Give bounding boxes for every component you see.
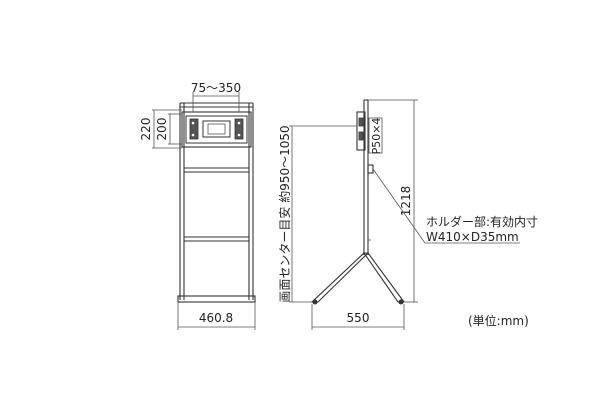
holder-label-line2: W410×D35mm: [426, 230, 519, 244]
unit-label: (単位:mm): [468, 313, 529, 328]
center-height-dimension: 画面センター目安 約950～1050: [277, 125, 357, 303]
vesa-height-dimension: 220 200: [139, 109, 182, 149]
side-view: P50×4 画面センター目安 約950～1050 1218 550 ホ: [277, 99, 538, 330]
overall-height-dimension: 1218: [368, 99, 418, 303]
vesa-width-dimension: 75～350: [191, 81, 241, 112]
depth-dimension: 550: [311, 304, 405, 330]
front-stand-frame: [177, 102, 256, 303]
holder-callout: ホルダー部:有効内寸 W410×D35mm: [372, 168, 538, 244]
vesa-width-label: 75～350: [191, 81, 241, 95]
depth-label: 550: [347, 311, 370, 325]
front-view: 75～350 220 200 460.8: [139, 81, 256, 330]
pitch-label: P50×4: [370, 118, 383, 155]
center-height-label: 画面センター目安 約950～1050: [277, 125, 292, 302]
front-width-label: 460.8: [199, 311, 233, 325]
vesa-height-inner-label: 200: [155, 118, 169, 141]
front-shelves: [184, 167, 249, 242]
vesa-height-outer-label: 220: [139, 118, 153, 141]
overall-height-label: 1218: [399, 186, 413, 217]
pitch-label-box: P50×4: [368, 118, 383, 155]
side-legs: [310, 252, 406, 305]
vesa-mount-plate: [181, 111, 252, 148]
holder-label-line1: ホルダー部:有効内寸: [426, 214, 538, 229]
front-width-dimension: 460.8: [177, 302, 256, 330]
side-pole: [356, 99, 374, 255]
